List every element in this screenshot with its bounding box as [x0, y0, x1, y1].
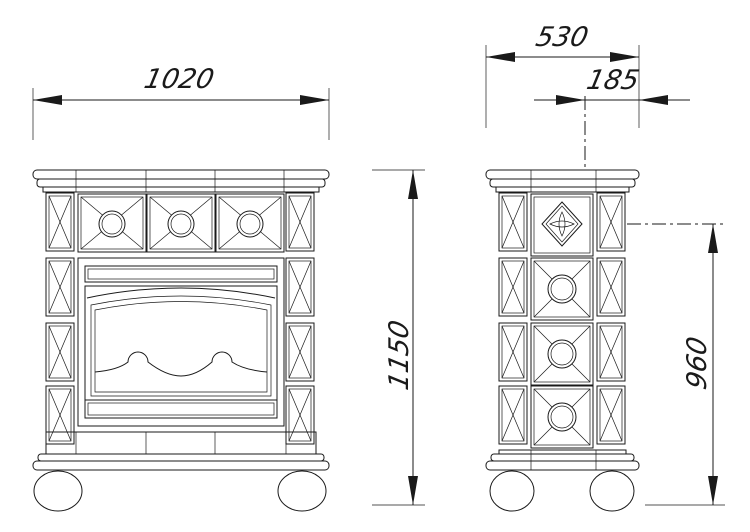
- dimension-side-offset: 185: [534, 65, 690, 170]
- front-height-label: 1150: [384, 318, 415, 393]
- dimension-front-height: 1150: [372, 169, 425, 506]
- front-width-label: 1020: [141, 64, 216, 95]
- side-depth-label: 530: [533, 22, 591, 53]
- front-view: 1020: [32, 64, 425, 512]
- front-cornice: [32, 169, 330, 193]
- side-center-tiles: [530, 193, 594, 449]
- side-feet: [489, 470, 635, 512]
- front-firebox: [77, 257, 285, 427]
- dimension-side-height: 960: [627, 223, 725, 506]
- side-base: [485, 449, 640, 471]
- front-top-tiles: [77, 193, 285, 253]
- side-height-label: 960: [682, 334, 713, 392]
- dimension-front-width: 1020: [32, 64, 330, 140]
- dimension-side-depth: 530: [485, 22, 640, 128]
- side-left-pillar: [498, 192, 528, 445]
- side-cornice: [485, 169, 640, 193]
- side-right-pillar: [596, 192, 626, 445]
- front-right-pillar: [285, 192, 315, 445]
- front-base: [32, 431, 330, 471]
- front-feet: [33, 470, 327, 512]
- side-view: 530 185: [485, 22, 725, 512]
- side-offset-label: 185: [584, 65, 642, 96]
- front-left-pillar: [45, 192, 75, 445]
